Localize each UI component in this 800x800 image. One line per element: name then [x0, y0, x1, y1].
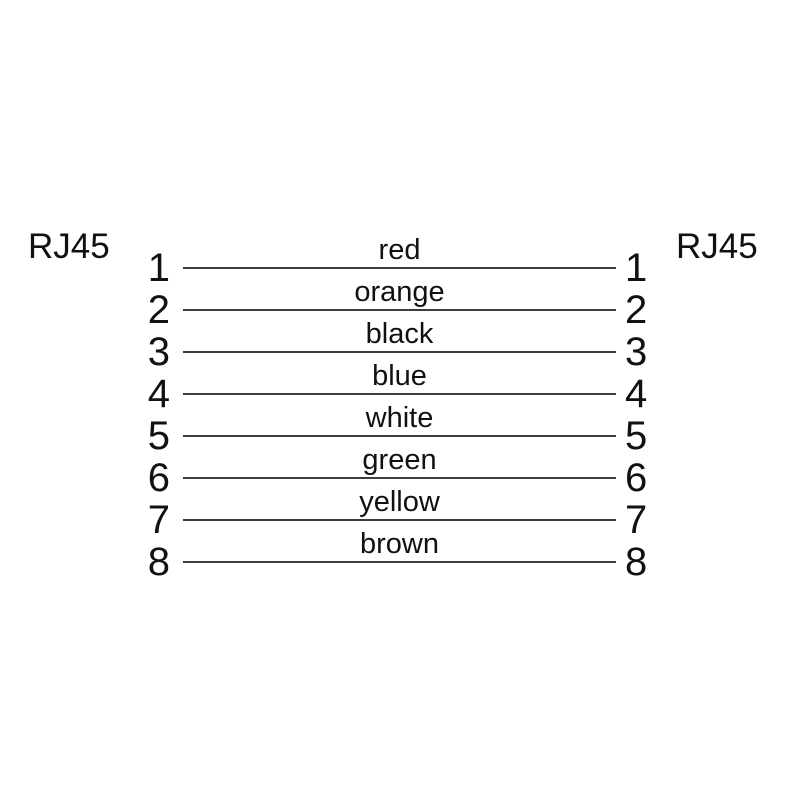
- wire-color-label: blue: [372, 360, 427, 392]
- wire-row-4: 4 blue 4: [0, 362, 800, 416]
- pin-number-left: 1: [147, 246, 170, 290]
- pin-number-left: 2: [147, 288, 170, 332]
- pin-number-left: 3: [147, 330, 170, 374]
- wire-color-label: red: [378, 234, 421, 266]
- pin-number-right: 6: [625, 456, 648, 500]
- wire-line: [183, 267, 616, 269]
- wire-row-7: 7 yellow 7: [0, 488, 800, 542]
- wire-row-5: 5 white 5: [0, 404, 800, 458]
- wire-row-3: 3 black 3: [0, 320, 800, 374]
- wire-line: [183, 561, 616, 563]
- pin-number-right: 7: [625, 498, 648, 542]
- wire-color-label: white: [365, 402, 434, 434]
- right-connector-label: RJ45: [676, 227, 758, 266]
- pin-number-left: 8: [147, 540, 170, 584]
- pin-number-right: 2: [625, 288, 648, 332]
- wire-color-label: black: [365, 318, 434, 350]
- wire-color-label: brown: [360, 528, 439, 560]
- wire-line: [183, 393, 616, 395]
- pin-number-right: 4: [625, 372, 648, 416]
- wire-line: [183, 351, 616, 353]
- wire-line: [183, 519, 616, 521]
- wire-color-label: yellow: [359, 486, 440, 518]
- left-connector-label: RJ45: [28, 227, 110, 266]
- wire-row-6: 6 green 6: [0, 446, 800, 500]
- wire-line: [183, 435, 616, 437]
- wire-line: [183, 477, 616, 479]
- wire-color-label: orange: [354, 276, 445, 308]
- wire-row-8: 8 brown 8: [0, 530, 800, 584]
- pin-number-left: 4: [147, 372, 170, 416]
- pin-number-left: 5: [147, 414, 170, 458]
- wire-row-1: 1 red 1: [0, 236, 800, 290]
- pin-number-right: 1: [625, 246, 648, 290]
- wire-line: [183, 309, 616, 311]
- pin-number-left: 6: [147, 456, 170, 500]
- wire-color-label: green: [362, 444, 437, 476]
- pin-number-left: 7: [147, 498, 170, 542]
- wire-row-2: 2 orange 2: [0, 278, 800, 332]
- pin-number-right: 5: [625, 414, 648, 458]
- pin-number-right: 3: [625, 330, 648, 374]
- pin-number-right: 8: [625, 540, 648, 584]
